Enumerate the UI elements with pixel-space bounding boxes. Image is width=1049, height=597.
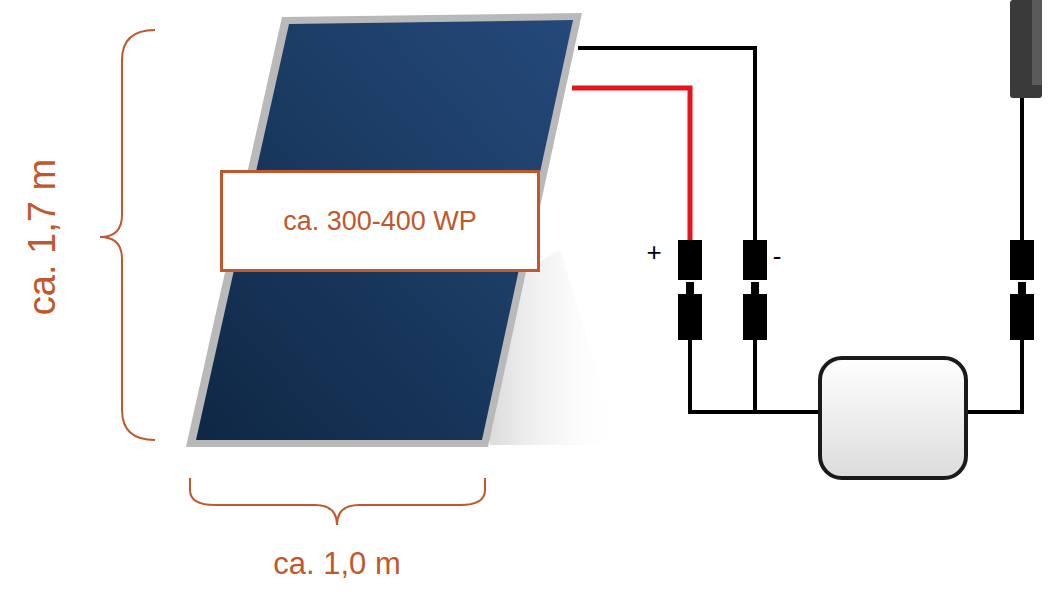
solar-panel — [196, 20, 573, 440]
rating-text: ca. 300-400 WP — [283, 206, 477, 237]
minus-cable — [578, 48, 755, 242]
ac-cable — [964, 340, 1022, 412]
mc4-connector — [1010, 294, 1034, 340]
panel-frame — [186, 13, 582, 447]
wall-plug — [1010, 0, 1042, 98]
polarity-sign: - — [773, 243, 782, 269]
mc4-connector — [678, 240, 702, 280]
wall-plug — [1032, 0, 1042, 85]
mc4-connector — [743, 294, 767, 340]
plus-cable — [572, 88, 690, 242]
dc-cable — [753, 340, 757, 412]
dimension-label: ca. 1,0 m — [273, 548, 401, 579]
mc4-connector — [678, 294, 702, 340]
polarity-sign: + — [646, 239, 661, 265]
power-rating-box: ca. 300-400 WP — [220, 170, 540, 272]
dimension-label: ca. 1,7 m — [23, 159, 61, 315]
ac-cable — [1020, 95, 1024, 240]
dimension-bracket — [100, 30, 155, 440]
mc4-pin — [686, 282, 694, 294]
mc4-connector — [1010, 240, 1034, 280]
mc4-connector — [743, 240, 767, 280]
micro-inverter — [820, 358, 966, 478]
dc-cable — [690, 340, 822, 412]
dimension-bracket — [190, 478, 485, 525]
mc4-pin — [751, 282, 759, 294]
mc4-pin — [1018, 282, 1026, 294]
